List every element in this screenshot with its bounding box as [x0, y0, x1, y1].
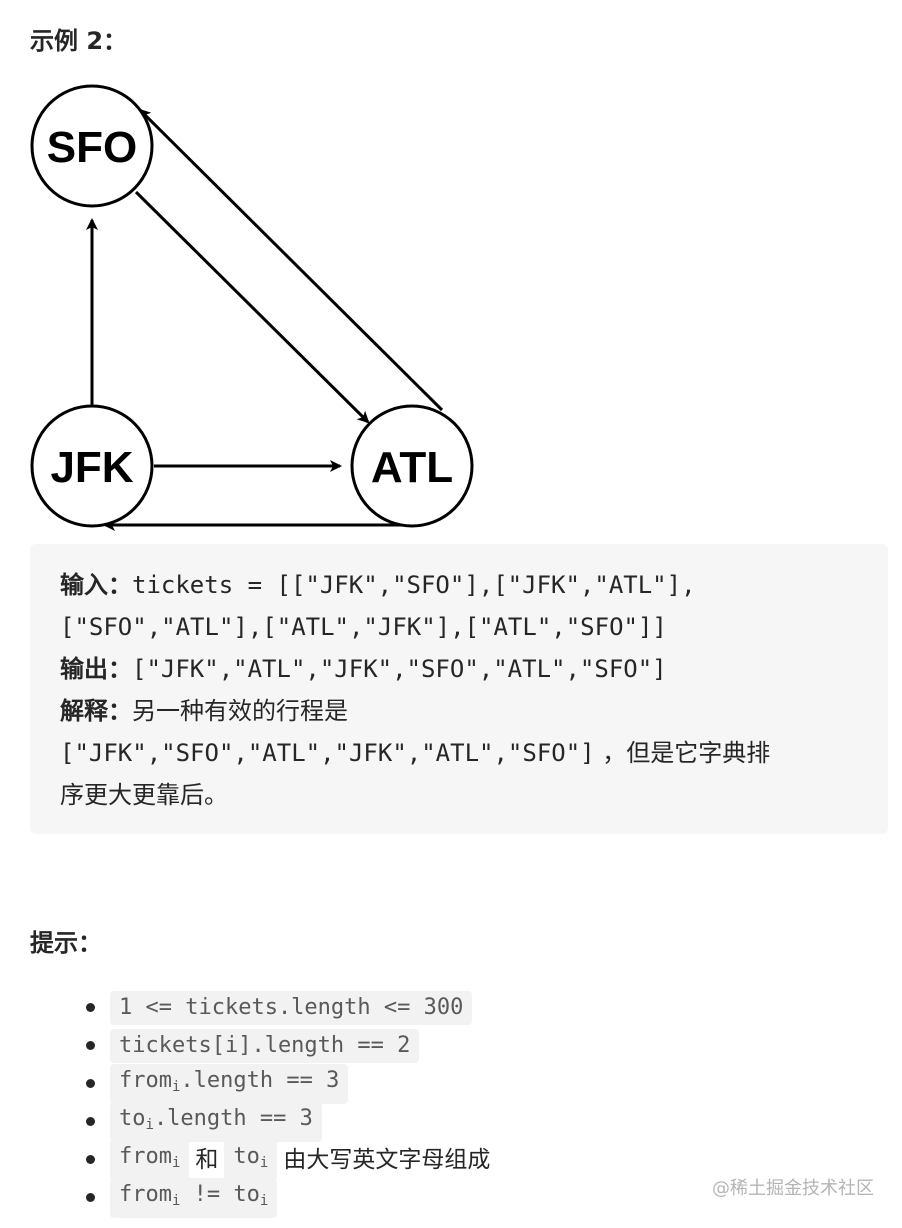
list-item: fromi.length == 3: [52, 1064, 496, 1104]
hint-subscript: i: [259, 1193, 269, 1209]
hint-code: fromi: [110, 1140, 190, 1180]
explain-label: 解释：: [60, 697, 132, 725]
edge-sfo-atl: [134, 190, 370, 424]
hint-code-part: from: [119, 1068, 172, 1093]
list-item: toi.length == 3: [52, 1102, 496, 1142]
node-atl: ATL: [350, 404, 474, 528]
hint-text: 由大写英文字母组成: [283, 1147, 491, 1173]
hints-list: 1 <= tickets.length <= 300 tickets[i].le…: [52, 988, 496, 1218]
output-line: 输出：["JFK","ATL","JFK","SFO","ATL","SFO"]: [60, 648, 860, 690]
hint-code: fromi.length == 3: [110, 1064, 349, 1104]
bullet-icon: [86, 1155, 95, 1164]
bullet-icon: [86, 1117, 95, 1126]
hint-code-part: to: [233, 1182, 260, 1207]
node-sfo: SFO: [30, 84, 154, 208]
hint-subscript: i: [145, 1117, 154, 1133]
list-item: 1 <= tickets.length <= 300: [52, 988, 496, 1026]
hint-code: fromi != toi: [110, 1178, 278, 1218]
node-atl-label: ATL: [371, 443, 453, 492]
bullet-icon: [86, 1003, 95, 1012]
input-line-1: 输入：tickets = [["JFK","SFO"],["JFK","ATL"…: [60, 564, 860, 606]
hint-subscript: i: [259, 1155, 269, 1171]
input-line-2: ["SFO","ATL"],["ATL","JFK"],["ATL","SFO"…: [60, 613, 667, 641]
node-jfk-label: JFK: [50, 443, 133, 492]
hint-code-part: !=: [180, 1182, 234, 1207]
watermark: @稀土掘金技术社区: [712, 1178, 874, 1199]
explain-tail-1: ，但是它字典排: [594, 739, 771, 767]
example-heading: 示例 2：: [30, 27, 128, 55]
hint-code-part: from: [119, 1144, 172, 1169]
explain-text: 另一种有效的行程是: [132, 697, 348, 725]
node-sfo-label: SFO: [47, 123, 137, 172]
hint-code: toi.length == 3: [110, 1102, 322, 1142]
bullet-icon: [86, 1193, 95, 1202]
hint-code: tickets[i].length == 2: [110, 1028, 420, 1063]
hint-code: 1 <= tickets.length <= 300: [110, 990, 473, 1025]
hints-heading: 提示：: [30, 929, 102, 957]
hint-code-part: to: [233, 1144, 260, 1169]
edge-atl-sfo: [138, 108, 444, 412]
explain-line-2: ["JFK","SFO","ATL","JFK","ATL","SFO"] ，但…: [60, 732, 860, 774]
hint-subscript: i: [171, 1193, 181, 1209]
hint-code-part: to: [119, 1106, 146, 1131]
output-value: ["JFK","ATL","JFK","SFO","ATL","SFO"]: [132, 655, 667, 683]
hint-text: 和: [195, 1147, 219, 1173]
list-item: fromi != toi: [52, 1178, 496, 1218]
list-item: tickets[i].length == 2: [52, 1026, 496, 1064]
output-label: 输出：: [60, 655, 132, 683]
input-label: 输入：: [60, 571, 132, 599]
explain-line-3: 序更大更靠后。: [60, 781, 228, 809]
explain-code: ["JFK","SFO","ATL","JFK","ATL","SFO"]: [60, 739, 595, 767]
hint-subscript: i: [171, 1079, 181, 1095]
example-box: 输入：tickets = [["JFK","SFO"],["JFK","ATL"…: [30, 544, 888, 834]
explain-line-1: 解释：另一种有效的行程是: [60, 690, 860, 732]
hint-code-part: from: [119, 1182, 172, 1207]
hint-code-part: .length == 3: [180, 1068, 340, 1093]
hint-code: toi: [224, 1140, 278, 1180]
bullet-icon: [86, 1041, 95, 1050]
flight-graph-diagram: SFO JFK ATL: [30, 84, 474, 531]
input-value-1: tickets = [["JFK","SFO"],["JFK","ATL"],: [132, 571, 696, 599]
node-jfk: JFK: [30, 404, 154, 528]
hint-subscript: i: [171, 1155, 181, 1171]
hint-code-part: .length == 3: [153, 1106, 313, 1131]
bullet-icon: [86, 1079, 95, 1088]
